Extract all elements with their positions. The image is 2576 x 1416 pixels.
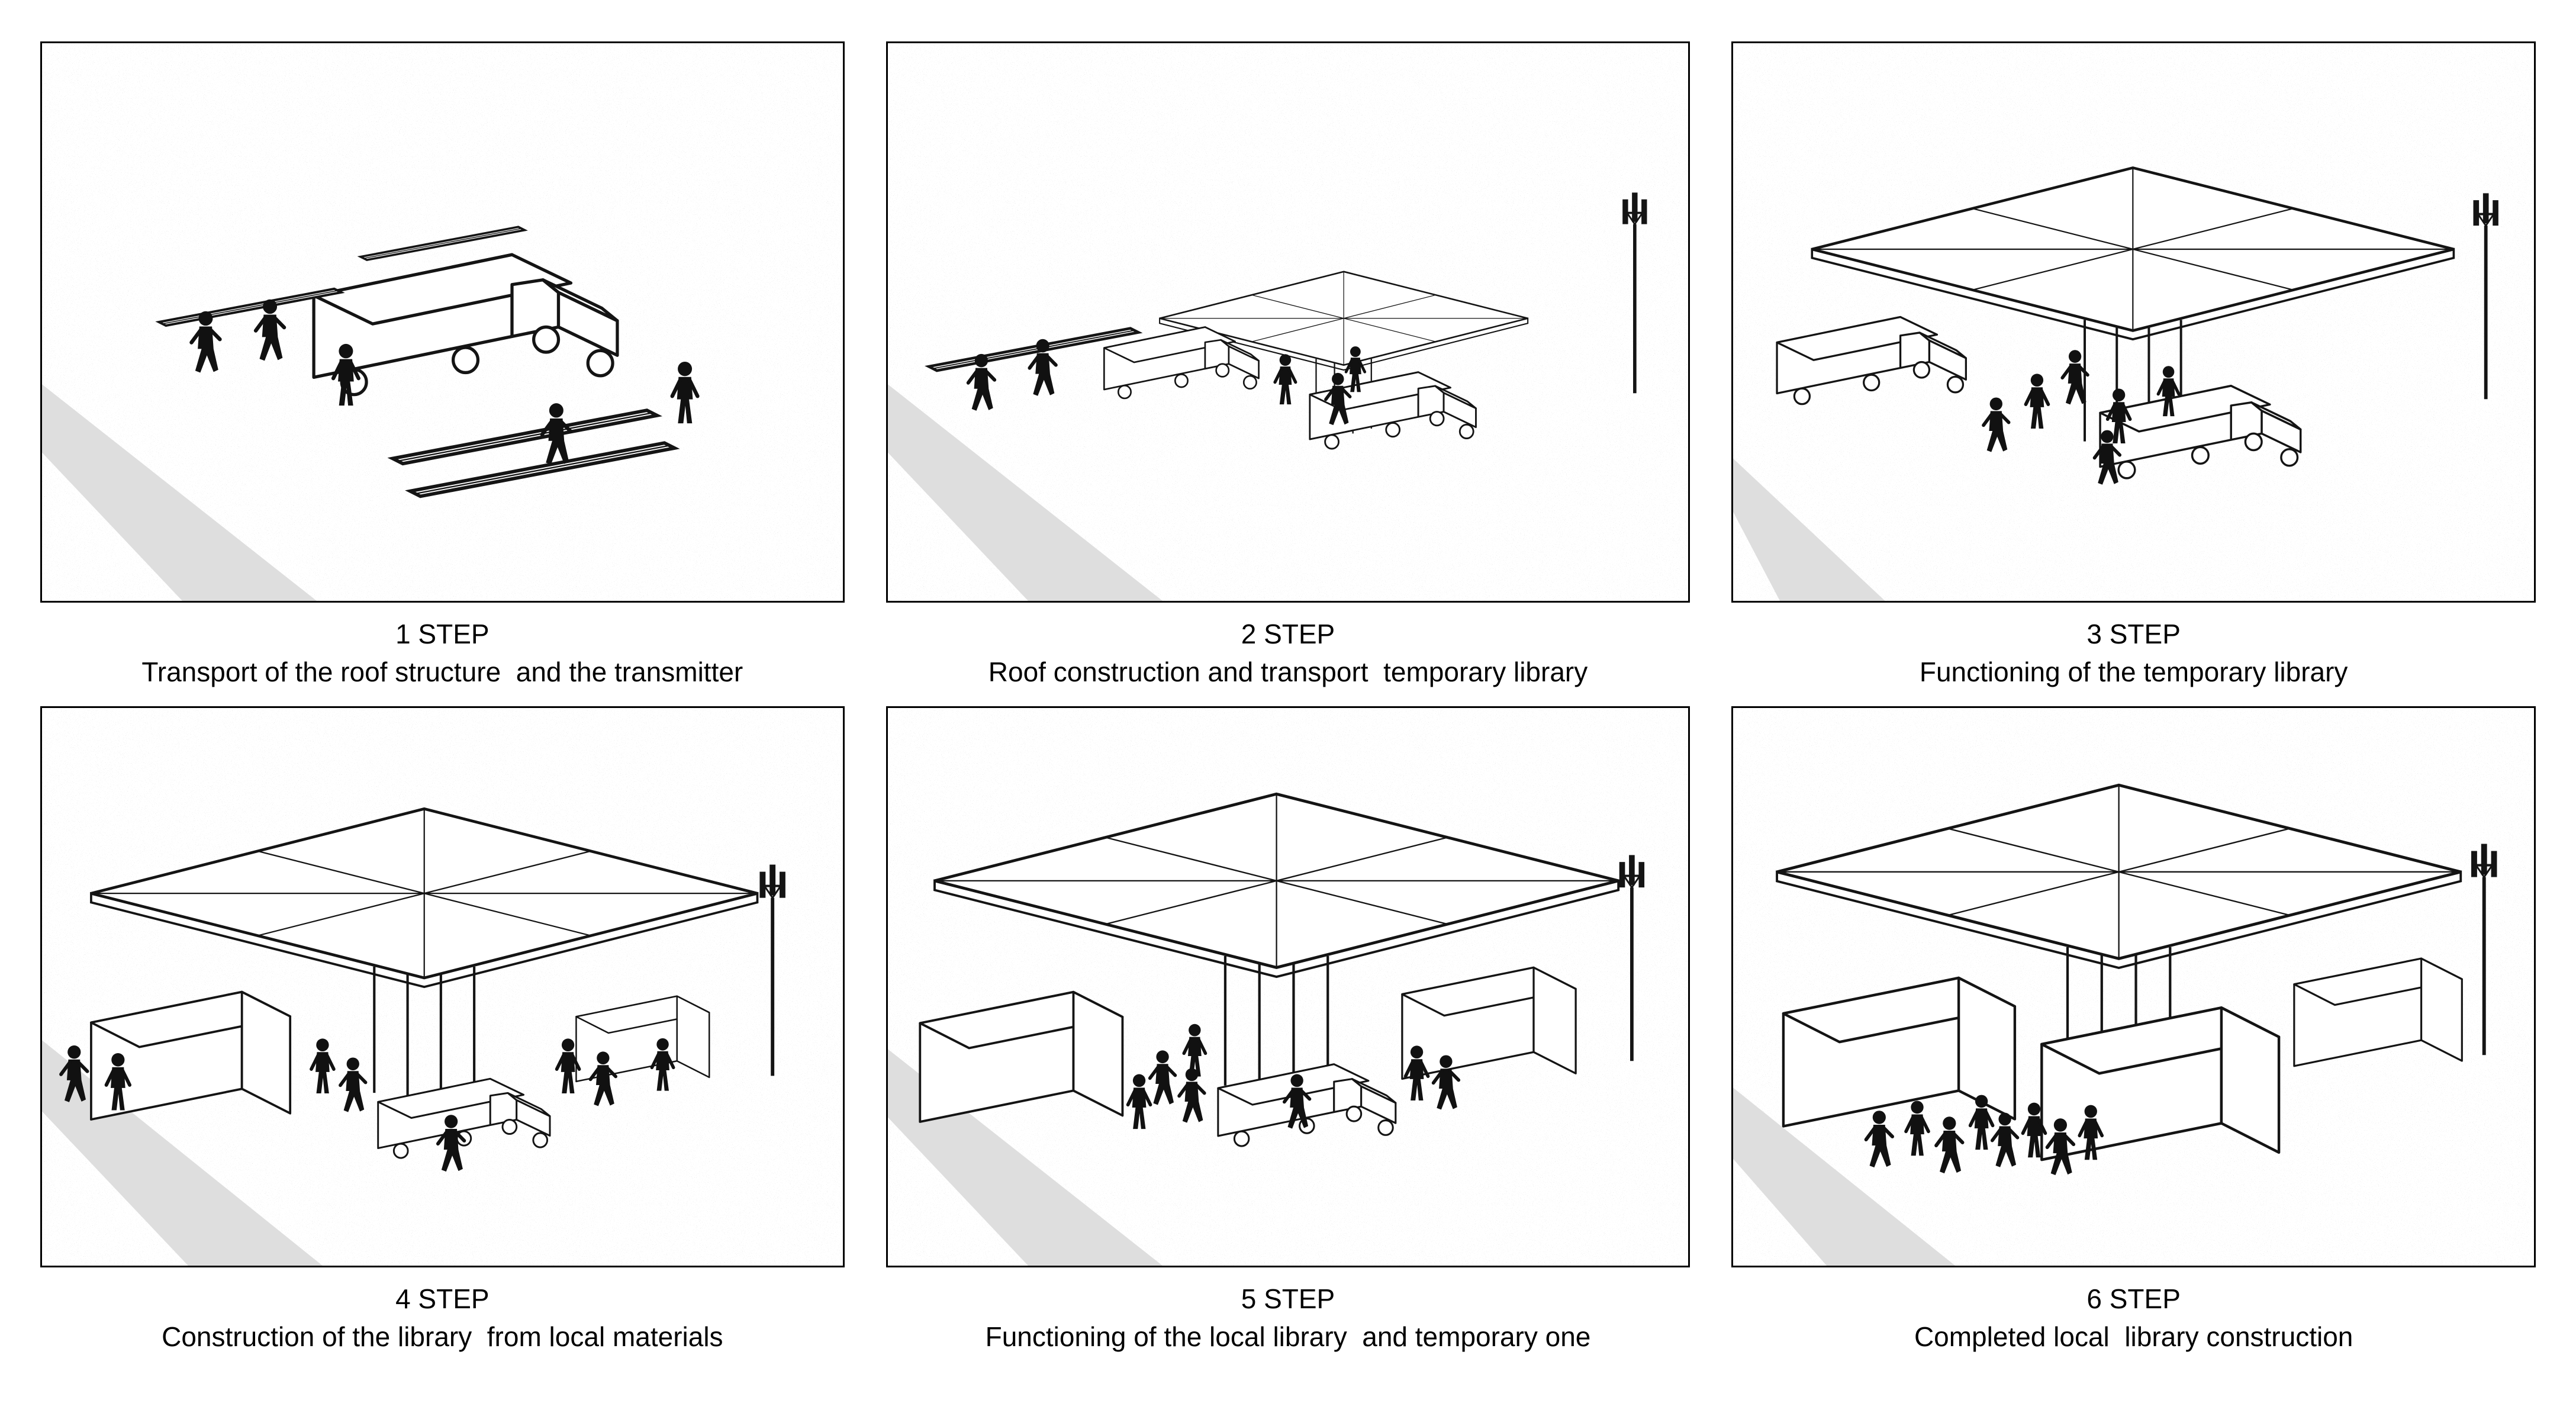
step-panel-3 [1731,41,2536,603]
step-description: Functioning of the local library and tem… [985,1321,1591,1352]
step-label: 1 STEP [395,619,490,649]
step-panel-4 [40,706,845,1267]
step-label: 2 STEP [1241,619,1335,649]
step-description: Transport of the roof structure and the … [141,656,743,688]
step-6-illustration [1733,707,2534,1266]
step-panel-2 [886,41,1690,603]
step-description: Completed local library construction [1914,1321,2353,1352]
step-caption-block-3: 3 STEP Functioning of the temporary libr… [1731,603,2536,706]
step-4-illustration [42,707,843,1266]
step-description: Construction of the library from local m… [162,1321,723,1352]
road [42,384,317,601]
step-panel-5 [886,706,1690,1267]
steps-grid: 1 STEP Transport of the roof structure a… [40,41,2536,1371]
step-cell-4: 4 STEP Construction of the library from … [40,706,845,1371]
step-cell-2: 2 STEP Roof construction and transport t… [886,41,1690,706]
step-caption-block-6: 6 STEP Completed local library construct… [1731,1267,2536,1371]
step-panel-1 [40,41,845,603]
step-label: 3 STEP [2086,619,2181,649]
step-label: 5 STEP [1241,1283,1335,1314]
step-caption-block-4: 4 STEP Construction of the library from … [40,1267,845,1371]
step-panel-6 [1731,706,2536,1267]
step-cell-5: 5 STEP Functioning of the local library … [886,706,1690,1371]
step-label: 6 STEP [2086,1283,2181,1314]
step-1-illustration [42,43,843,601]
step-description: Functioning of the temporary library [1919,656,2348,688]
step-caption-block-1: 1 STEP Transport of the roof structure a… [40,603,845,706]
step-label: 4 STEP [395,1283,490,1314]
road [42,1040,323,1266]
step-3-illustration [1733,43,2534,601]
step-description: Roof construction and transport temporar… [988,656,1588,688]
step-5-illustration [887,707,1689,1266]
step-caption-block-5: 5 STEP Functioning of the local library … [886,1267,1690,1371]
step-caption-block-2: 2 STEP Roof construction and transport t… [886,603,1690,706]
step-cell-3: 3 STEP Functioning of the temporary libr… [1731,41,2536,706]
step-cell-6: 6 STEP Completed local library construct… [1731,706,2536,1371]
step-cell-1: 1 STEP Transport of the roof structure a… [40,41,845,706]
road [1733,1087,1956,1266]
step-2-illustration [887,43,1689,601]
